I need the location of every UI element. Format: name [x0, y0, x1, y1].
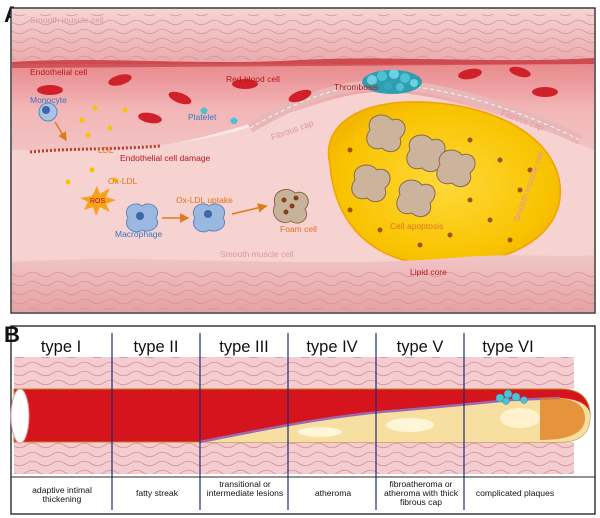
red-blood-cells [37, 66, 558, 124]
type-vi-thrombus [495, 389, 528, 405]
type-caption-5: fibroatheroma or atheroma with thick fib… [383, 479, 459, 508]
endothelial-damage-line [29, 144, 161, 154]
type-label-3: type III [219, 338, 269, 356]
label-smooth-muscle-mid: Smooth muscle cell [220, 249, 294, 259]
panel-b-letter: B [4, 322, 20, 347]
label-macrophage: Macrophage [115, 229, 163, 239]
label-ox-ldl: Ox-LDL [108, 176, 138, 186]
label-lipid-core: Lipid core [410, 267, 447, 277]
type-caption-3: transitional or intermediate lesions [206, 479, 284, 499]
label-foam-cell: Foam cell [280, 224, 317, 234]
type-label-4: type IV [306, 338, 358, 356]
label-endothelial-cell: Endothelial cell [30, 67, 88, 77]
label-thrombosis: Thrombosis [334, 82, 379, 92]
label-red-blood-cell: Red blood cell [226, 74, 280, 84]
label-ox-ldl-uptake: Ox-LDL uptake [176, 195, 233, 205]
type-label-6: type VI [482, 338, 534, 356]
type-caption-2: fatty streak [135, 488, 179, 498]
monocyte-cell [38, 102, 58, 122]
type-caption-1: adaptive intimal thickening [32, 485, 92, 505]
type-label-1: type I [40, 338, 82, 356]
label-ros: ROS [90, 198, 106, 205]
core-foam-cells [351, 114, 476, 218]
macrophage-cells [126, 203, 225, 233]
ros-burst [80, 186, 116, 216]
thrombus-cluster [362, 69, 422, 94]
type-label-2: type II [133, 338, 179, 356]
type-label-5: type V [396, 338, 444, 356]
vessel-lumen [12, 64, 594, 155]
label-monocyte: Monocyte [30, 95, 67, 105]
type-caption-4: atheroma [314, 488, 352, 498]
foam-cell [273, 189, 309, 224]
platelet-cell [200, 107, 238, 124]
label-ldl: LDL [98, 145, 114, 155]
label-cell-apoptosis: Cell apoptosis [390, 221, 444, 231]
type-dividers [111, 333, 465, 510]
ldl-particles [65, 105, 128, 185]
label-endothelial-damage: Endothelial cell damage [120, 153, 211, 163]
label-platelet: Platelet [188, 112, 217, 122]
label-smooth-muscle-top: Smooth muscle cell [30, 15, 104, 25]
core-lipid-droplets [347, 137, 533, 248]
type-caption-6: complicated plaques [475, 488, 555, 498]
